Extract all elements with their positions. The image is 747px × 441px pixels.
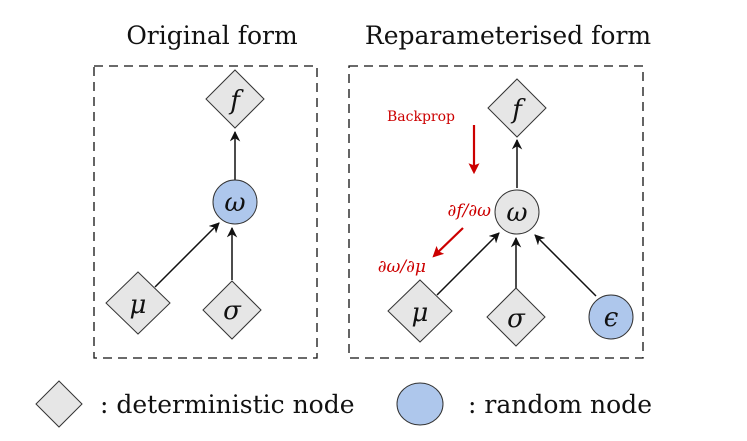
sigma-node: σ [202, 280, 262, 340]
f-node: f [487, 78, 547, 138]
reparameterised-form-panel: f ω μ σ ϵ Backprop ∂f/∂ω ∂ω/∂μ [348, 65, 644, 359]
original-form-box [93, 65, 318, 359]
omega-label: ω [224, 188, 245, 218]
omega-label: ω [506, 198, 527, 228]
epsilon-node: ϵ [588, 294, 634, 340]
legend-random-label: : random node [468, 390, 652, 419]
omega-node: ω [494, 189, 540, 235]
backprop-label: Backprop [387, 109, 455, 125]
legend: : deterministic node : random node [35, 380, 652, 428]
mu-label: μ [412, 298, 429, 328]
reparameterised-form-box [348, 65, 644, 359]
sigma-label: σ [507, 304, 526, 334]
mu-label: μ [130, 290, 147, 320]
circle-icon [396, 382, 444, 426]
epsilon-label: ϵ [604, 303, 619, 333]
domega-dmu-label: ∂ω/∂μ [378, 257, 426, 277]
omega-node: ω [212, 179, 258, 225]
edge-mu-to-omega [436, 232, 500, 296]
original-form-title: Original form [126, 21, 298, 50]
sigma-label: σ [223, 296, 242, 326]
legend-deterministic: : deterministic node [35, 380, 355, 428]
mu-node: μ [387, 279, 453, 343]
legend-deterministic-label: : deterministic node [100, 390, 355, 419]
legend-random: : random node [396, 382, 652, 426]
mu-node: μ [105, 271, 171, 335]
df-domega-label: ∂f/∂ω [448, 201, 492, 221]
reparameterised-form-title: Reparameterised form [365, 21, 652, 50]
edge-mu-to-omega [154, 222, 220, 288]
diamond-icon [35, 380, 83, 428]
edge-epsilon-to-omega [534, 234, 597, 297]
f-node: f [205, 69, 265, 129]
sigma-node: σ [486, 287, 546, 347]
gradient-arrow [432, 227, 464, 258]
original-form-panel: f ω μ σ [93, 65, 318, 359]
